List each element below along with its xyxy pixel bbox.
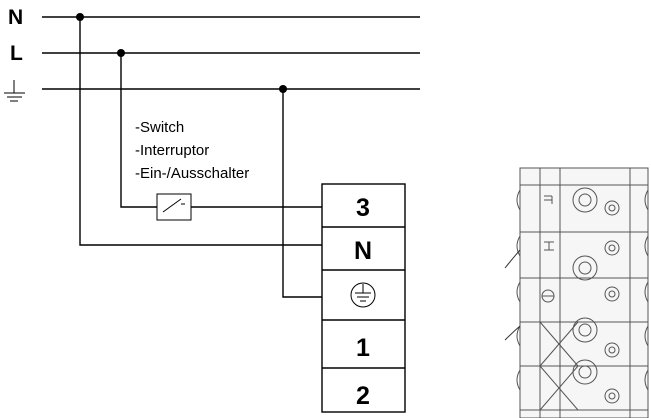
earth-ground-icon <box>4 80 25 102</box>
terminal-label-2: 2 <box>356 382 370 410</box>
rail-label-l: L <box>10 42 23 65</box>
rail-label-n: N <box>8 6 23 29</box>
switch-label-2: -Interruptor <box>135 142 209 159</box>
terminal-block <box>321 183 406 413</box>
terminal-label-n: N <box>354 237 372 265</box>
switch-icon <box>156 193 192 221</box>
terminal-connector-illustration <box>504 167 649 418</box>
switch-label-1: -Switch <box>135 119 184 136</box>
terminal-label-1: 1 <box>356 334 370 362</box>
terminal-label-3: 3 <box>356 194 370 222</box>
protective-earth-icon <box>350 282 376 308</box>
wire-n <box>79 17 322 246</box>
wire-l <box>120 53 157 208</box>
switch-label-3: -Ein-/Ausschalter <box>135 165 249 182</box>
wire-ground <box>282 89 322 298</box>
